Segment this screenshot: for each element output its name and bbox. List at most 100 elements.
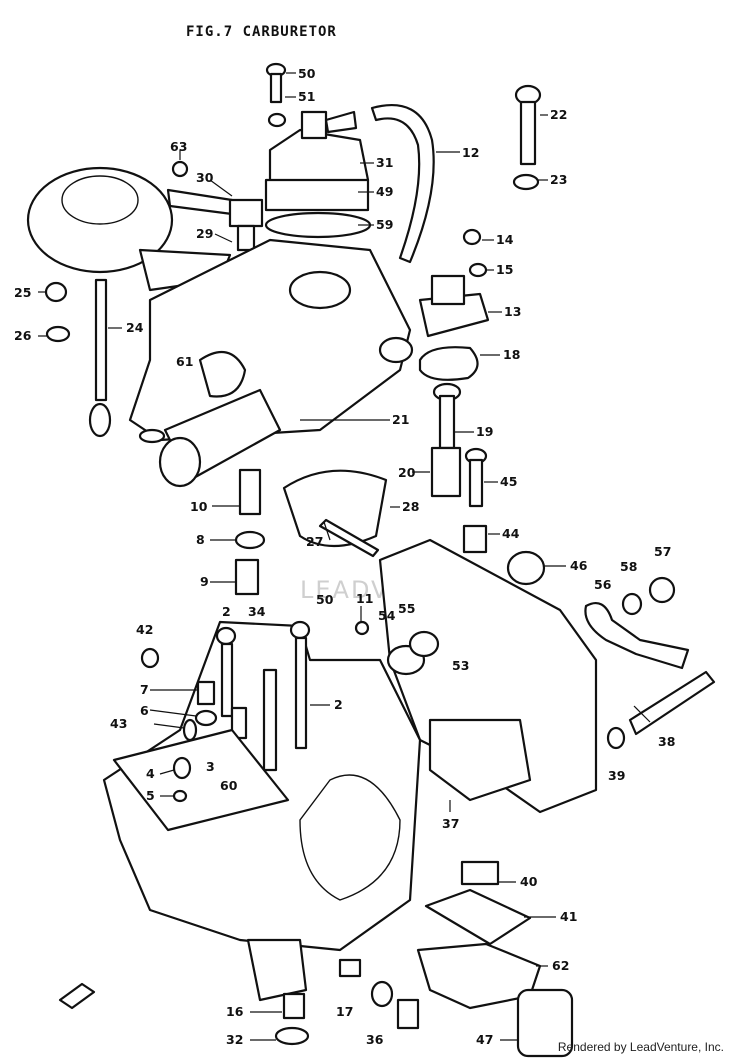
- callout-2-lower: 2: [334, 697, 343, 712]
- part-50-screw: [265, 62, 287, 104]
- callout-58: 58: [620, 559, 637, 574]
- callout-28: 28: [402, 499, 419, 514]
- leader-lines: [38, 72, 651, 1041]
- callout-34: 34: [248, 604, 266, 619]
- callout-20: 20: [398, 465, 416, 480]
- callout-51: 51: [298, 89, 315, 104]
- body-stud: [262, 668, 278, 772]
- callout-9: 9: [200, 574, 209, 589]
- part-26-washer: [45, 325, 71, 343]
- part-56-lever: [584, 602, 690, 670]
- callout-38: 38: [658, 734, 675, 749]
- callout-46: 46: [570, 558, 588, 573]
- callout-42: 42: [136, 622, 153, 637]
- top-body-port: [288, 270, 352, 310]
- part-16-plug: [282, 992, 306, 1020]
- part-31-pump-cover: [268, 110, 370, 190]
- callout-5: 5: [146, 788, 155, 803]
- part-27-pin: [318, 518, 380, 558]
- callout-41: 41: [560, 909, 577, 924]
- part-7-jet: [196, 680, 216, 706]
- callout-15: 15: [496, 262, 513, 277]
- callout-13: 13: [504, 304, 521, 319]
- part-10-jet: [238, 468, 262, 516]
- part-38-screw: [628, 670, 716, 736]
- callout-54: 54: [378, 608, 396, 623]
- callout-26: 26: [14, 328, 32, 343]
- callout-31: 31: [376, 155, 393, 170]
- part-2-screw-left: [220, 642, 234, 718]
- credit-text: Rendered by LeadVenture, Inc.: [557, 1040, 724, 1054]
- part-6-washer: [194, 709, 218, 727]
- callout-55: 55: [398, 601, 415, 616]
- part-18-gasket: [418, 346, 479, 381]
- body-flange: [299, 774, 401, 901]
- part-2-screw-head: [289, 620, 311, 640]
- part-20-spring: [430, 446, 462, 498]
- figure-title: FIG.7 CARBURETOR: [186, 24, 337, 40]
- part-59-gasket: [264, 211, 372, 239]
- callout-63: 63: [170, 139, 187, 154]
- part-36-washer: [370, 980, 394, 1008]
- part-22-screw: [514, 84, 542, 166]
- part-2-screw-right: [294, 636, 308, 750]
- part-51-washer: [267, 112, 287, 128]
- callout-25: 25: [14, 285, 31, 300]
- callout-62: 62: [552, 958, 569, 973]
- callout-19: 19: [476, 424, 493, 439]
- callout-8: 8: [196, 532, 205, 547]
- callout-labels: 50 51 22 12 31 49 59 23 63 30 29 14 15 1…: [14, 66, 675, 1047]
- callout-44: 44: [502, 526, 520, 541]
- callout-6: 6: [140, 703, 149, 718]
- callout-2-upper: 2: [222, 604, 231, 619]
- part-34-screw: [215, 626, 237, 646]
- callout-59: 59: [376, 217, 393, 232]
- part-55-washer: [408, 630, 440, 658]
- part-23-washer: [512, 173, 540, 191]
- callout-53: 53: [452, 658, 469, 673]
- part-9-jet: [234, 558, 260, 596]
- top-body-elbow: [198, 350, 247, 398]
- part-28-float: [282, 469, 388, 548]
- callout-4: 4: [146, 766, 155, 781]
- callout-10: 10: [190, 499, 208, 514]
- part-24-choke-diaphragm: [26, 166, 232, 438]
- callout-27: 27: [306, 534, 323, 549]
- callout-16: 16: [226, 1004, 244, 1019]
- callout-18: 18: [503, 347, 520, 362]
- part-60-gasket: [112, 728, 290, 832]
- part-5-washer: [172, 789, 188, 803]
- part-17-screw: [338, 958, 362, 978]
- choke-tube-clip: [138, 428, 166, 444]
- part-45-screw: [464, 447, 488, 508]
- callout-40: 40: [520, 874, 538, 889]
- part-46-cap: [506, 550, 546, 586]
- part-25-screw: [44, 281, 68, 303]
- part-43-pin: [182, 718, 198, 742]
- part-12-hose: [370, 104, 435, 264]
- part-14-screw: [462, 228, 482, 246]
- callout-22: 22: [550, 107, 567, 122]
- top-body-boss: [378, 336, 414, 364]
- part-19-needle-valve: [432, 382, 462, 450]
- part-37-throttle-lever: [428, 718, 532, 802]
- callout-39: 39: [608, 768, 625, 783]
- callout-23: 23: [550, 172, 567, 187]
- body-lower-boss: [246, 938, 308, 1002]
- callout-30: 30: [196, 170, 214, 185]
- callout-36: 36: [366, 1032, 384, 1047]
- part-58-washer: [621, 592, 643, 616]
- part-4-screw: [172, 756, 192, 780]
- callout-47: 47: [476, 1032, 493, 1047]
- front-arrow-icon: [58, 982, 96, 1010]
- part-30-hose: [166, 188, 234, 216]
- callout-49: 49: [376, 184, 393, 199]
- callout-57: 57: [654, 544, 671, 559]
- callout-50: 50: [298, 66, 316, 81]
- callout-45: 45: [500, 474, 517, 489]
- callout-17: 17: [336, 1004, 353, 1019]
- callout-21: 21: [392, 412, 409, 427]
- callout-37: 37: [442, 816, 459, 831]
- callout-29: 29: [196, 226, 213, 241]
